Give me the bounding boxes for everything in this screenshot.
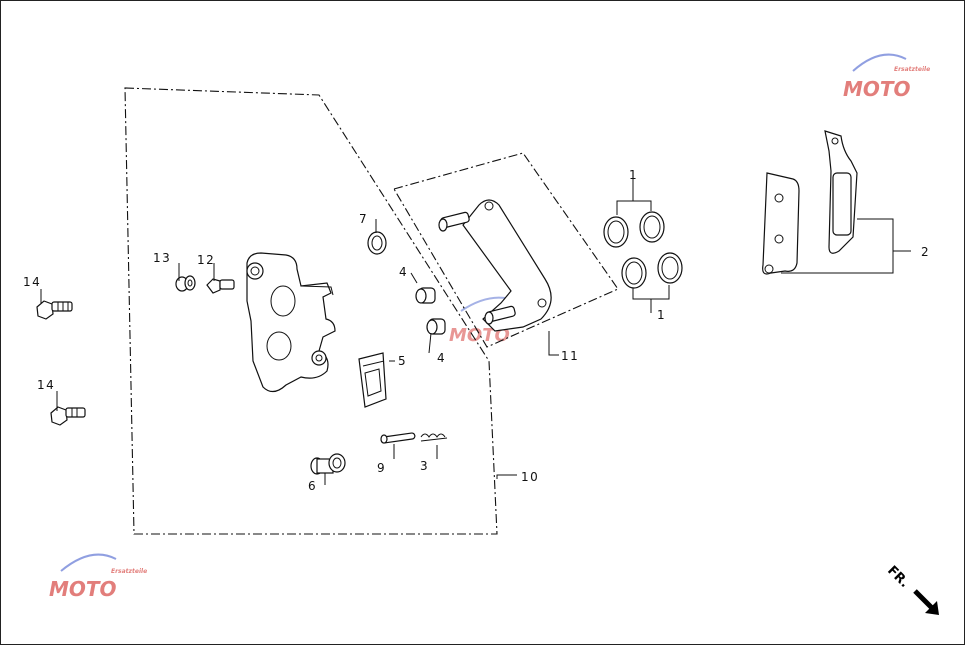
label-part-14: 14 (23, 275, 41, 289)
leader-lines (40, 173, 911, 485)
watermark-top: MOTO Ersatzteile (843, 53, 930, 101)
label-part-10: 10 (521, 470, 539, 484)
label-part-1: 1 (657, 308, 666, 322)
clip-3 (420, 433, 448, 442)
seal-7 (367, 231, 387, 255)
brake-pads-2 (762, 130, 858, 275)
label-part-5: 5 (398, 354, 407, 368)
label-part-12: 12 (197, 253, 215, 267)
pin-9 (380, 432, 416, 444)
arrow-down-right-icon (913, 589, 939, 615)
label-part-11: 11 (561, 349, 579, 363)
label-part-6: 6 (308, 479, 317, 493)
bolt-14-lower (50, 406, 86, 426)
front-label: FR. (884, 563, 912, 591)
washer-13 (175, 275, 196, 292)
label-part-7: 7 (359, 212, 368, 226)
label-part-3: 3 (420, 459, 429, 473)
label-part-14: 14 (37, 378, 55, 392)
sleeve-4-lower (426, 318, 446, 335)
label-part-9: 9 (377, 461, 386, 475)
watermark-bottom: MOTO Ersatzteile (49, 553, 147, 601)
svg-text:Ersatzteile: Ersatzteile (894, 66, 930, 73)
svg-text:MOTO: MOTO (843, 77, 911, 101)
label-part-2: 2 (921, 245, 930, 259)
sleeve-4-upper (415, 287, 436, 304)
front-direction-marker: FR. (884, 563, 939, 615)
label-part-1: 1 (629, 168, 638, 182)
pad-spring-5 (358, 352, 387, 408)
caliper-body (246, 252, 336, 393)
bolt-14-upper (36, 300, 73, 320)
bracket-11 (438, 199, 552, 332)
label-part-4: 4 (399, 265, 408, 279)
assembly-outline-10 (124, 87, 498, 535)
slide-pin-6 (310, 453, 346, 475)
label-part-4: 4 (437, 351, 446, 365)
svg-text:MOTO: MOTO (49, 577, 117, 601)
bleeder-12 (206, 278, 235, 294)
assembly-outline-11 (393, 152, 619, 348)
label-part-13: 13 (153, 251, 171, 265)
piston-seals-1 (603, 211, 683, 289)
svg-text:Ersatzteile: Ersatzteile (111, 568, 147, 575)
